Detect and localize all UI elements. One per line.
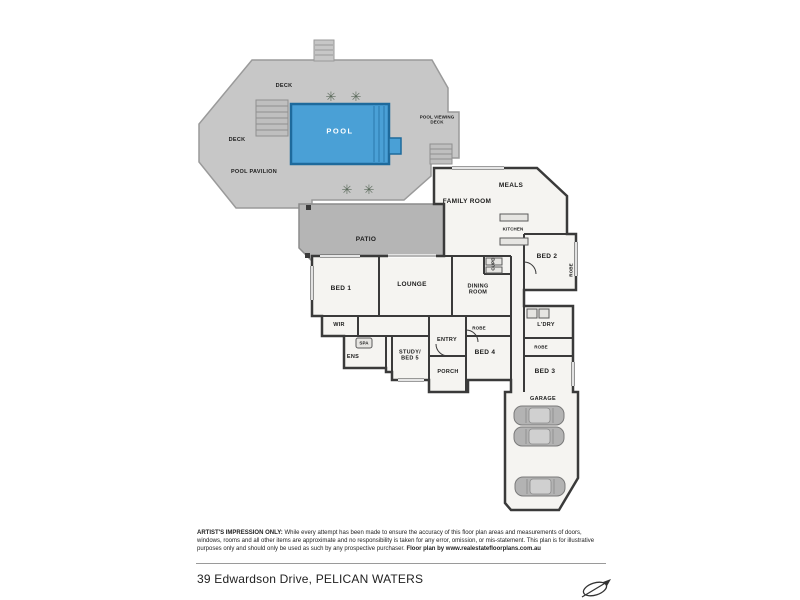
footer-divider [196,563,606,564]
room-label-garage: GARAGE [530,395,556,402]
room-label-kitchen: KITCHEN [502,226,524,232]
room-label-dining-room: DINING ROOM [467,283,489,296]
windows [310,166,578,386]
plant-icon: ✳ [363,182,375,197]
room-label-ldry: L'DRY [537,321,555,328]
car-icon [514,476,566,497]
deck-steps-top [315,44,333,56]
room-label-wir: WIR [333,321,345,328]
room-label-patio: PATIO [355,236,377,244]
room-label-porch: PORCH [437,368,459,375]
room-label-entry: ENTRY [437,336,457,343]
disclaimer-title: ARTIST'S IMPRESSION ONLY: [197,530,283,536]
plant-icon: ✳ [325,89,337,104]
fixtures [355,213,550,349]
room-label-spa: SPA [359,340,369,346]
room-label-pool-viewing-deck: POOL VIEWING DECK [419,114,455,125]
room-label-bed-2: BED 2 [536,253,558,261]
room-label-robe-bed-3: ROBE [534,344,548,350]
spa-tub [355,337,373,349]
room-label-family-room: FAMILY ROOM [442,198,492,206]
house-walls [310,166,580,512]
car-icon [513,426,565,447]
room-label-ens: ENS [346,353,360,360]
room-label-pool-pavilion: POOL PAVILION [230,168,278,175]
room-label-lounge: LOUNGE [397,281,427,289]
disclaimer-body: While every attempt has been made to ens… [197,530,595,552]
room-label-deck-top: DECK [275,82,293,89]
pool-area [289,102,402,166]
compass-icon [581,579,611,598]
room-label-robe-bed-2: ROBE [568,263,574,277]
room-label-cupd: CUPD [490,257,496,271]
room-label-robe-bed-4: ROBE [472,325,486,331]
address: 39 Edwardson Drive, PELICAN WATERS [197,572,424,586]
plant-icon: ✳ [350,89,362,104]
room-label-bed-1: BED 1 [330,285,352,293]
room-label-deck-left: DECK [228,136,246,143]
disclaimer-credit: Floor plan by www.realestatefloorplans.c… [406,545,541,552]
room-label-bed-4: BED 4 [474,349,496,357]
car-icon [513,405,565,426]
pool-steps [373,106,385,162]
room-label-meals: MEALS [498,182,524,190]
stairs [255,99,453,165]
room-label-pool: POOL [326,126,354,136]
plant-icon: ✳ [341,182,353,197]
room-label-study-bed-5: STUDY/ BED 5 [399,349,421,362]
interior-walls [322,233,573,392]
patio-area [298,203,445,262]
doors [435,261,537,357]
disclaimer: ARTIST'S IMPRESSION ONLY: While every at… [197,530,601,553]
room-label-bed-3: BED 3 [534,368,556,376]
